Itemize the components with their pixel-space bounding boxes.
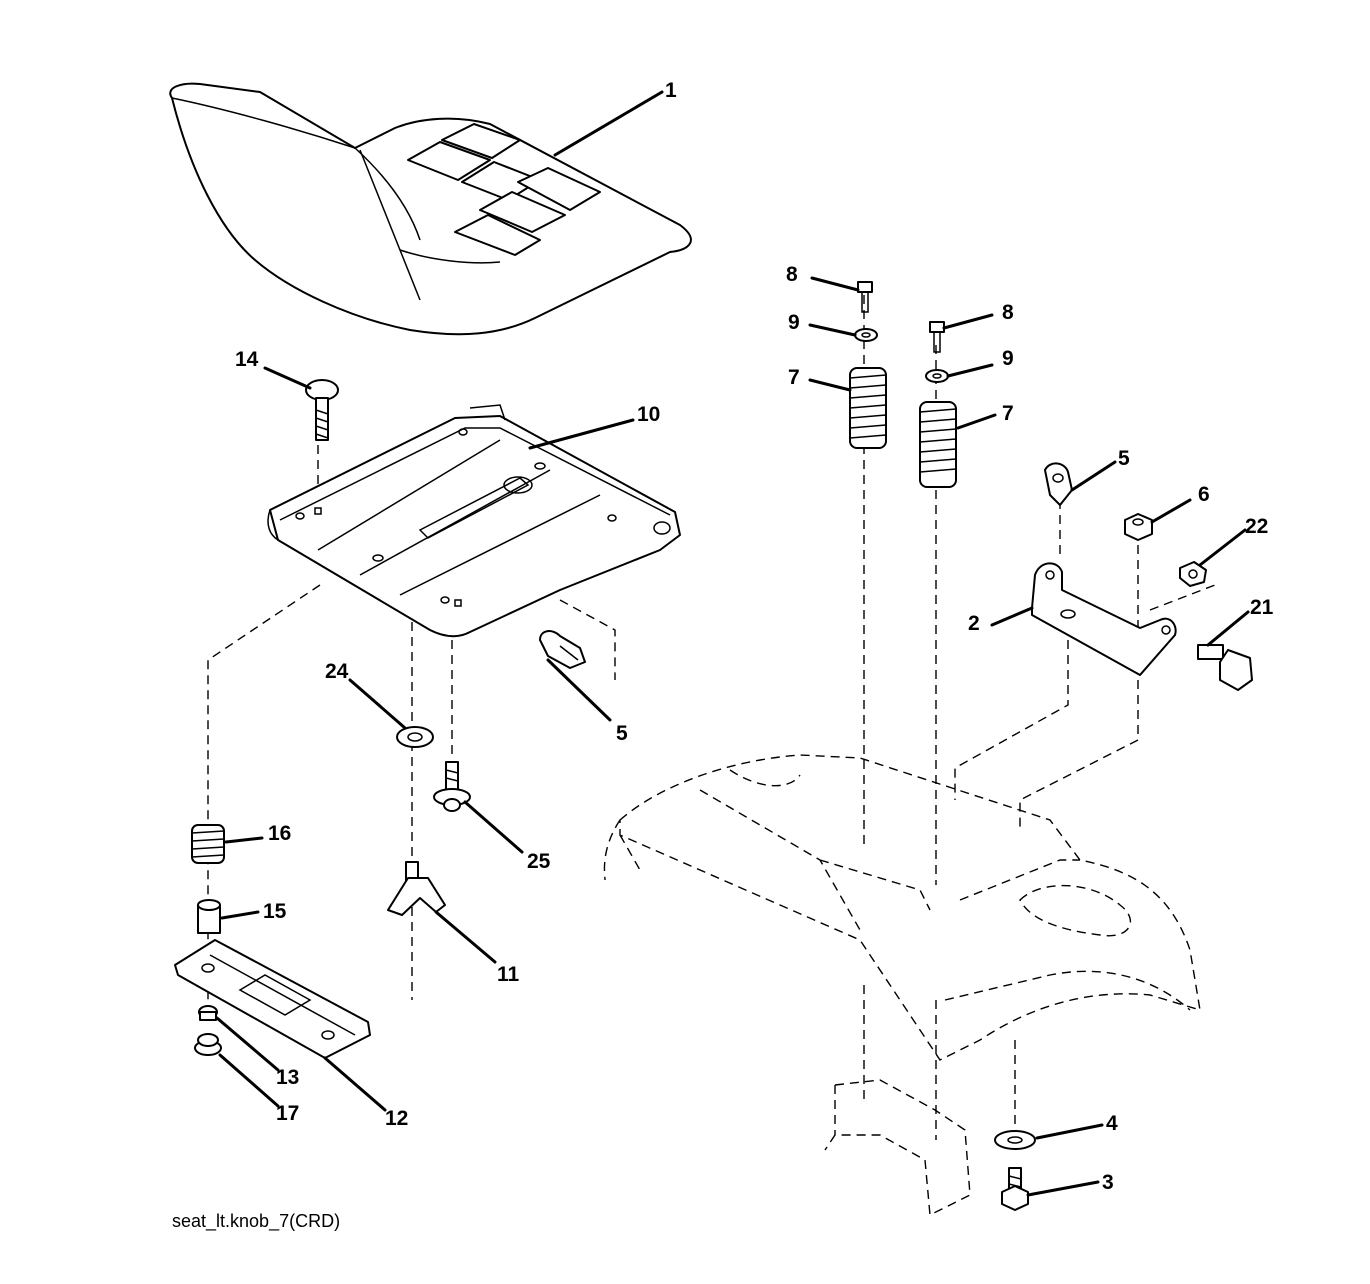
clip-right	[1044, 462, 1073, 506]
shoulder-screw	[1197, 644, 1253, 691]
callout-11: 11	[497, 963, 520, 986]
callout-7-right: 7	[1002, 402, 1014, 425]
callout-22: 22	[1245, 515, 1268, 538]
clip-left	[539, 630, 586, 669]
callout-25: 25	[527, 850, 551, 873]
callout-16: 16	[268, 822, 291, 845]
spring-7-left	[849, 367, 887, 449]
washer-9-left	[854, 328, 878, 342]
washer-24	[396, 726, 434, 748]
bolt-8-left	[857, 281, 873, 313]
callout-12: 12	[385, 1107, 408, 1130]
knob	[387, 861, 446, 916]
callout-15: 15	[263, 900, 287, 923]
spacer	[197, 899, 221, 934]
callout-7-left: 7	[788, 366, 800, 389]
callout-2: 2	[968, 612, 980, 635]
callout-3: 3	[1102, 1171, 1114, 1194]
callout-13: 13	[276, 1066, 299, 1089]
callout-10: 10	[637, 403, 660, 426]
flange-nut-17	[194, 1033, 222, 1056]
callout-1: 1	[665, 79, 677, 102]
washer-4	[994, 1130, 1036, 1150]
callout-5-left: 5	[616, 722, 628, 745]
callout-9-left: 9	[788, 311, 800, 334]
callout-8-left: 8	[786, 263, 798, 286]
assembly-lines	[207, 295, 1216, 1140]
spring-7-right	[919, 401, 957, 488]
seat	[169, 82, 692, 336]
nut-6	[1124, 513, 1153, 541]
callout-17: 17	[276, 1102, 299, 1125]
callout-9-right: 9	[1002, 347, 1014, 370]
carriage-bolt	[305, 379, 339, 441]
callout-labels: 1 10 14 8 9 7 8 9 7 5 6 22 21 2 5 24 25 …	[235, 79, 1274, 1194]
spring-16	[191, 824, 225, 864]
nut-13	[198, 1005, 218, 1021]
callout-14: 14	[235, 348, 259, 371]
bracket-12	[174, 939, 371, 1059]
callout-5-right: 5	[1118, 447, 1130, 470]
washer-9-right	[925, 369, 949, 383]
diagram-caption: seat_lt.knob_7(CRD)	[172, 1211, 340, 1232]
callout-8-right: 8	[1002, 301, 1014, 324]
nut-22	[1179, 561, 1207, 587]
leader-lines	[215, 90, 1250, 1197]
callout-4: 4	[1106, 1112, 1118, 1135]
bolt-3	[1001, 1167, 1029, 1211]
bracket-2	[1031, 562, 1177, 676]
callout-6: 6	[1198, 483, 1210, 506]
callout-24: 24	[325, 660, 349, 683]
bolt-8-right	[929, 321, 945, 353]
seat-pan	[267, 404, 681, 638]
callout-21: 21	[1250, 596, 1274, 619]
shoulder-bolt	[433, 761, 471, 812]
frame	[603, 754, 1201, 1217]
